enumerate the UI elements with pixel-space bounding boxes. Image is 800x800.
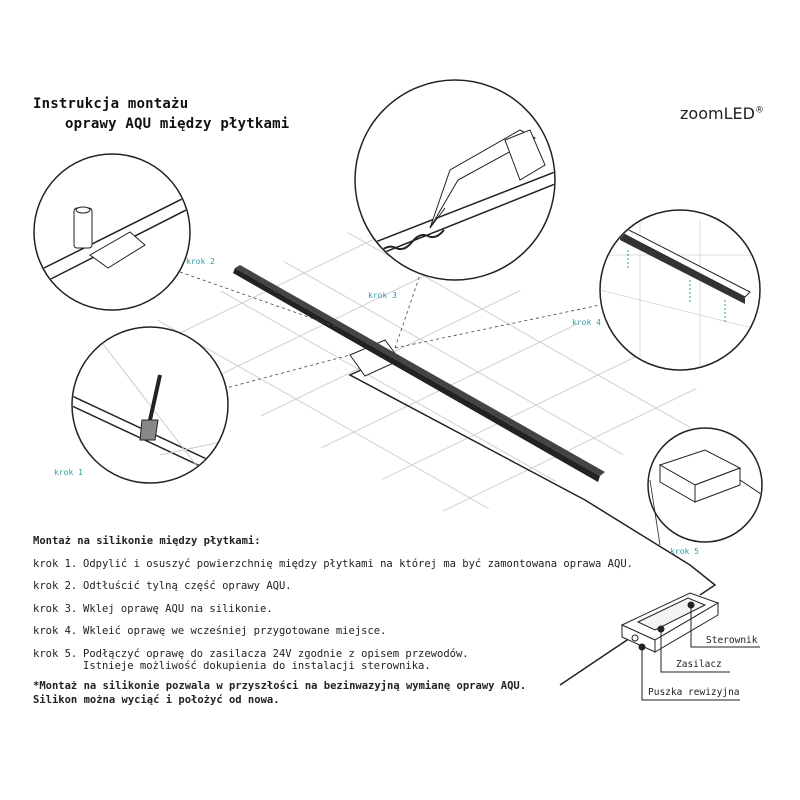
step-1: krok 1. Odpylić i osuszyć powierzchnię mi… bbox=[33, 553, 633, 576]
detail-circle-step3 bbox=[354, 79, 556, 281]
instructions: Montaż na silikonie między płytkami: kro… bbox=[33, 530, 633, 707]
detail-circle-step2 bbox=[33, 153, 191, 311]
callout-controller: Sterownik bbox=[706, 635, 758, 646]
callout-junction-box: Puszka rewizyjna bbox=[648, 687, 740, 698]
title-line-1: Instrukcja montażu bbox=[33, 96, 189, 112]
step-label-4: krok 4 bbox=[572, 318, 601, 327]
title-line-2: oprawy AQU między płytkami bbox=[65, 116, 290, 132]
step-2: krok 2. Odtłuścić tylną część oprawy AQU. bbox=[33, 575, 633, 598]
step-text: Odpylić i osuszyć powierzchnię między pł… bbox=[83, 557, 633, 570]
brand-logo: zoomLED® bbox=[680, 104, 764, 123]
callout-lines bbox=[638, 601, 760, 701]
tile-joint bbox=[221, 215, 735, 520]
step-4: krok 4. Wkleić oprawę we wcześniej przygo… bbox=[33, 620, 633, 643]
detail-circle-step5 bbox=[647, 427, 763, 543]
detail-circle-step4 bbox=[599, 209, 761, 371]
note-line-1: *Montaż na silikonie pozwala w przyszłoś… bbox=[33, 680, 527, 692]
step-text: Odtłuścić tylną część oprawy AQU. bbox=[83, 580, 292, 592]
instructions-heading: Montaż na silikonie między płytkami: bbox=[33, 535, 261, 547]
step-number: krok 5. bbox=[33, 647, 78, 660]
step5-leader bbox=[649, 479, 661, 546]
logo-text: zoomLED bbox=[680, 104, 755, 123]
feed-cable bbox=[559, 637, 631, 686]
step-number: krok 2. bbox=[33, 580, 78, 592]
step-label-3: krok 3 bbox=[368, 291, 397, 300]
junction-box bbox=[620, 592, 720, 653]
step-number: krok 3. bbox=[33, 602, 78, 615]
step-label-2: krok 2 bbox=[186, 257, 215, 266]
power-cable bbox=[348, 364, 717, 596]
step-text: Podłączyć oprawę do zasilacza 24V zgodni… bbox=[83, 647, 469, 660]
step-5-continuation: Istnieje możliwość dokupienia do instala… bbox=[83, 660, 431, 672]
step-3: krok 3. Wklej oprawę AQU na silikonie. bbox=[33, 598, 633, 621]
detail-circle-step1 bbox=[71, 326, 229, 484]
step-text: Wkleić oprawę we wcześniej przygotowane … bbox=[83, 625, 387, 637]
step-label-5: krok 5 bbox=[670, 547, 699, 556]
step-label-1: krok 1 bbox=[54, 468, 83, 477]
step-number: krok 4. bbox=[33, 625, 78, 637]
step-5: krok 5. Podłączyć oprawę do zasilacza 24V… bbox=[33, 643, 633, 666]
step-number: krok 1. bbox=[33, 557, 78, 570]
step-text: Wklej oprawę AQU na silikonie. bbox=[83, 602, 273, 615]
note-line-2: Silikon można wyciąć i położyć od nowa. bbox=[33, 694, 280, 706]
registered-mark: ® bbox=[754, 105, 764, 116]
callout-power-supply: Zasilacz bbox=[676, 659, 722, 670]
aqu-luminaire bbox=[233, 265, 605, 482]
